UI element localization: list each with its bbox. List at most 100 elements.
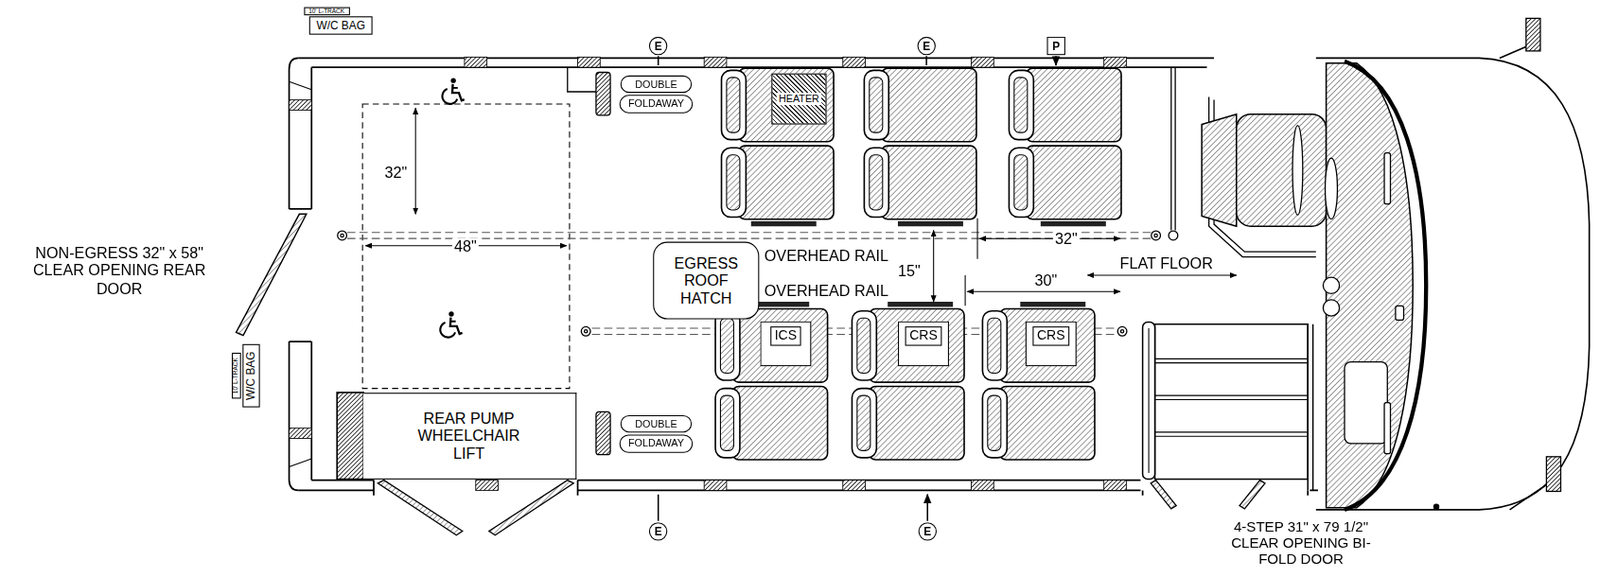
rail-end bbox=[337, 230, 348, 241]
stanchion-foot bbox=[1168, 230, 1179, 241]
window-mark bbox=[971, 56, 995, 68]
seat-bar bbox=[751, 221, 817, 227]
node-text: W/C BAG bbox=[244, 351, 258, 400]
foldaway-hinge bbox=[596, 411, 611, 455]
exit-marker: E bbox=[649, 36, 668, 55]
window-marks bbox=[289, 56, 1127, 491]
window-mark bbox=[1104, 56, 1127, 68]
child-seat-tag: CRS bbox=[897, 321, 950, 367]
foldaway-frame bbox=[567, 67, 597, 92]
window-mark bbox=[289, 428, 313, 440]
handrail-bar bbox=[1148, 328, 1150, 474]
hood-outline bbox=[1316, 57, 1590, 510]
double-seat bbox=[863, 68, 977, 220]
dimension-line bbox=[1087, 274, 1236, 276]
floor-label: FLAT FLOOR bbox=[1120, 253, 1214, 272]
bifold-door-panel bbox=[1150, 480, 1177, 510]
bag-tag: W/C BAG bbox=[242, 343, 260, 407]
window-mark bbox=[843, 56, 866, 68]
lift-pump bbox=[336, 392, 364, 480]
marker-arrow bbox=[658, 55, 1056, 66]
double-seat bbox=[721, 68, 835, 220]
node-text: HEATER bbox=[776, 92, 822, 105]
top-wall bbox=[298, 57, 1214, 68]
node-text: E bbox=[654, 526, 663, 538]
wheelchair-area bbox=[362, 104, 570, 389]
windshield bbox=[1344, 61, 1426, 510]
rail-end bbox=[580, 326, 591, 336]
steering-wheel bbox=[1325, 158, 1338, 220]
rail-end bbox=[1154, 233, 1158, 237]
exit-marker: E bbox=[917, 36, 936, 55]
bag-tag: W/C BAG bbox=[309, 16, 373, 35]
wheelchair-icon bbox=[439, 311, 462, 337]
node-text: E bbox=[922, 40, 931, 53]
dash-vent bbox=[1384, 153, 1390, 205]
seat-bars bbox=[743, 221, 1107, 308]
node-text: 10' L-TRACK bbox=[232, 357, 240, 394]
dimension-label: 48" bbox=[452, 237, 479, 256]
node-text: DOUBLE bbox=[620, 74, 692, 93]
rail-end bbox=[1151, 230, 1161, 241]
dimension-line bbox=[967, 291, 1121, 293]
node-text: DOUBLE bbox=[620, 414, 692, 433]
step-well bbox=[1155, 324, 1309, 480]
front-partition bbox=[1307, 324, 1313, 492]
foldaway-seat: DOUBLEFOLDAWAY bbox=[610, 70, 703, 116]
node-text: P bbox=[1052, 40, 1060, 53]
node-text: E bbox=[923, 526, 932, 538]
bifold-door-panel bbox=[1239, 480, 1266, 510]
foldaway-hinge bbox=[596, 72, 611, 116]
rail-label: OVERHEAD RAIL bbox=[764, 281, 889, 299]
window-mark bbox=[1104, 480, 1127, 492]
seat-bar bbox=[1019, 301, 1086, 307]
rail-label: OVERHEAD RAIL bbox=[764, 246, 889, 264]
wheelchair-icon bbox=[441, 77, 464, 104]
double-seat bbox=[1008, 68, 1122, 220]
seat-bar bbox=[897, 221, 964, 227]
rail-end bbox=[340, 233, 344, 237]
door-note: NON-EGRESS 32" x 58" CLEAR OPENING REAR … bbox=[12, 244, 227, 298]
dimension-label: 32" bbox=[1053, 228, 1080, 247]
child-seat-tag: ICS bbox=[759, 321, 811, 367]
p-marker: P bbox=[1046, 36, 1065, 55]
node-text: FOLDAWAY bbox=[618, 434, 693, 453]
dimension-label: 32" bbox=[385, 162, 408, 181]
dash-vent bbox=[1384, 403, 1390, 455]
driver-armrest bbox=[1292, 125, 1303, 216]
handrail bbox=[1142, 322, 1156, 480]
window-mark bbox=[971, 480, 995, 492]
bottom-wall bbox=[298, 480, 1319, 492]
foldaway-seat: DOUBLEFOLDAWAY bbox=[610, 411, 703, 457]
dimension-line bbox=[979, 238, 1121, 240]
dimension-label: 15" bbox=[897, 262, 921, 281]
heater-box: HEATER bbox=[771, 73, 827, 125]
lift-door-panel bbox=[489, 480, 574, 536]
stanchion bbox=[1171, 67, 1176, 230]
step-edges bbox=[1155, 358, 1309, 437]
rear-door-panel bbox=[236, 213, 307, 335]
dimension-label: 30" bbox=[1035, 270, 1058, 289]
child-seat-tag: CRS bbox=[1025, 321, 1077, 367]
exit-marker: E bbox=[649, 522, 668, 541]
double-seat bbox=[982, 309, 1095, 461]
double-seat bbox=[715, 309, 828, 461]
dimension-tick bbox=[965, 218, 978, 307]
seat-bar bbox=[1040, 221, 1107, 227]
mirror bbox=[1526, 17, 1541, 51]
node-text: ICS bbox=[770, 326, 801, 346]
window-mark bbox=[475, 480, 499, 492]
node-text: CRS bbox=[1033, 326, 1070, 346]
dash-panel bbox=[1344, 362, 1388, 444]
lift-door-panel bbox=[377, 480, 462, 536]
roof-hatch: EGRESS ROOF HATCH bbox=[652, 242, 759, 320]
dimension-line bbox=[415, 107, 417, 214]
dash-switch bbox=[1395, 305, 1405, 320]
node-text: EGRESS ROOF HATCH bbox=[660, 254, 753, 308]
lift-box: REAR PUMP WHEELCHAIR LIFT bbox=[362, 392, 576, 480]
window-mark bbox=[843, 480, 866, 492]
node-text: REAR PUMP WHEELCHAIR LIFT bbox=[411, 409, 527, 463]
dash-details bbox=[1322, 153, 1404, 455]
driver-seat-back bbox=[1201, 114, 1237, 228]
